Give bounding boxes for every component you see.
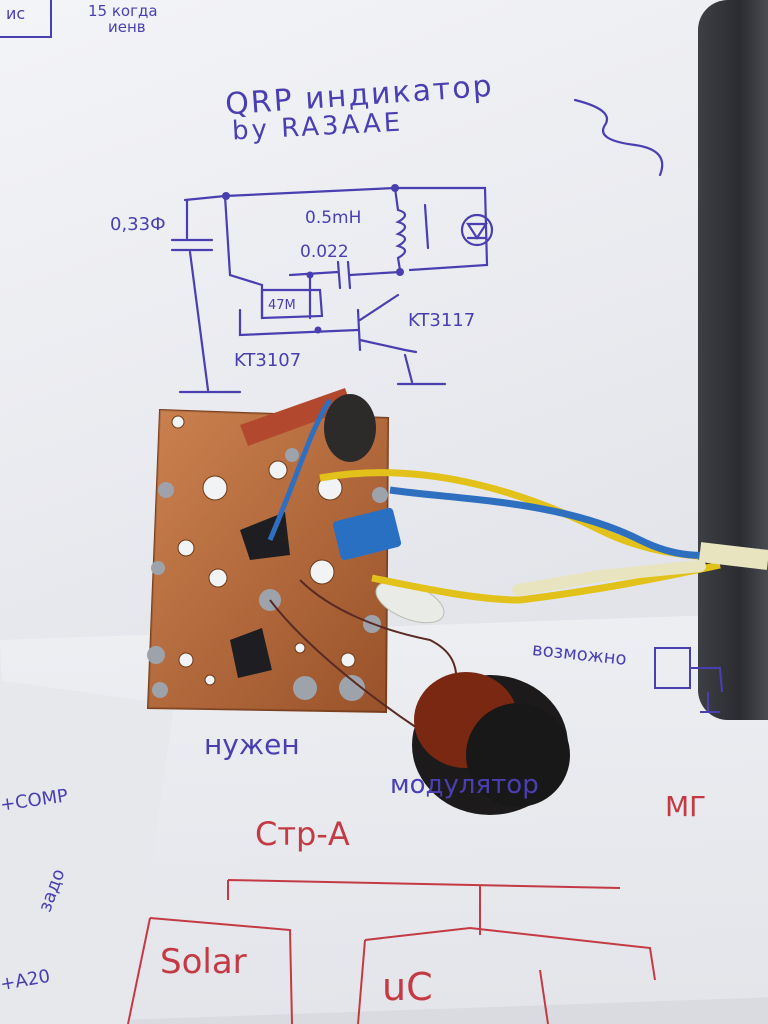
note-structure: Стр-А [255, 815, 350, 853]
squiggle-line [573, 98, 664, 177]
transistor2-label: KT3117 [408, 310, 476, 331]
note-mg: МГ [665, 790, 707, 823]
resistor-label: 47M [268, 298, 296, 313]
inductor-label: 0.5mH [305, 208, 362, 228]
corner-box-label: ис [6, 4, 26, 23]
film-capacitor [332, 507, 402, 561]
resistor-body [240, 388, 352, 446]
capacitor-disc [324, 394, 376, 462]
inductor-coil [412, 672, 570, 815]
transistor1-label: KT3107 [234, 350, 302, 371]
note-uc: uC [382, 965, 433, 1009]
corner-note-2: иенв [108, 18, 146, 36]
transistor-2 [230, 628, 272, 678]
corner-box [0, 0, 52, 38]
cap2-label: 0.022 [300, 242, 349, 262]
note-solar: Solar [160, 942, 247, 982]
note-modulator: модулятор [390, 770, 539, 800]
corner-note-1: 15 когда [88, 2, 158, 20]
cap-label: 0,33Ф [110, 214, 166, 235]
instrument-edge [698, 0, 768, 720]
note-needed: нужен [204, 728, 300, 761]
